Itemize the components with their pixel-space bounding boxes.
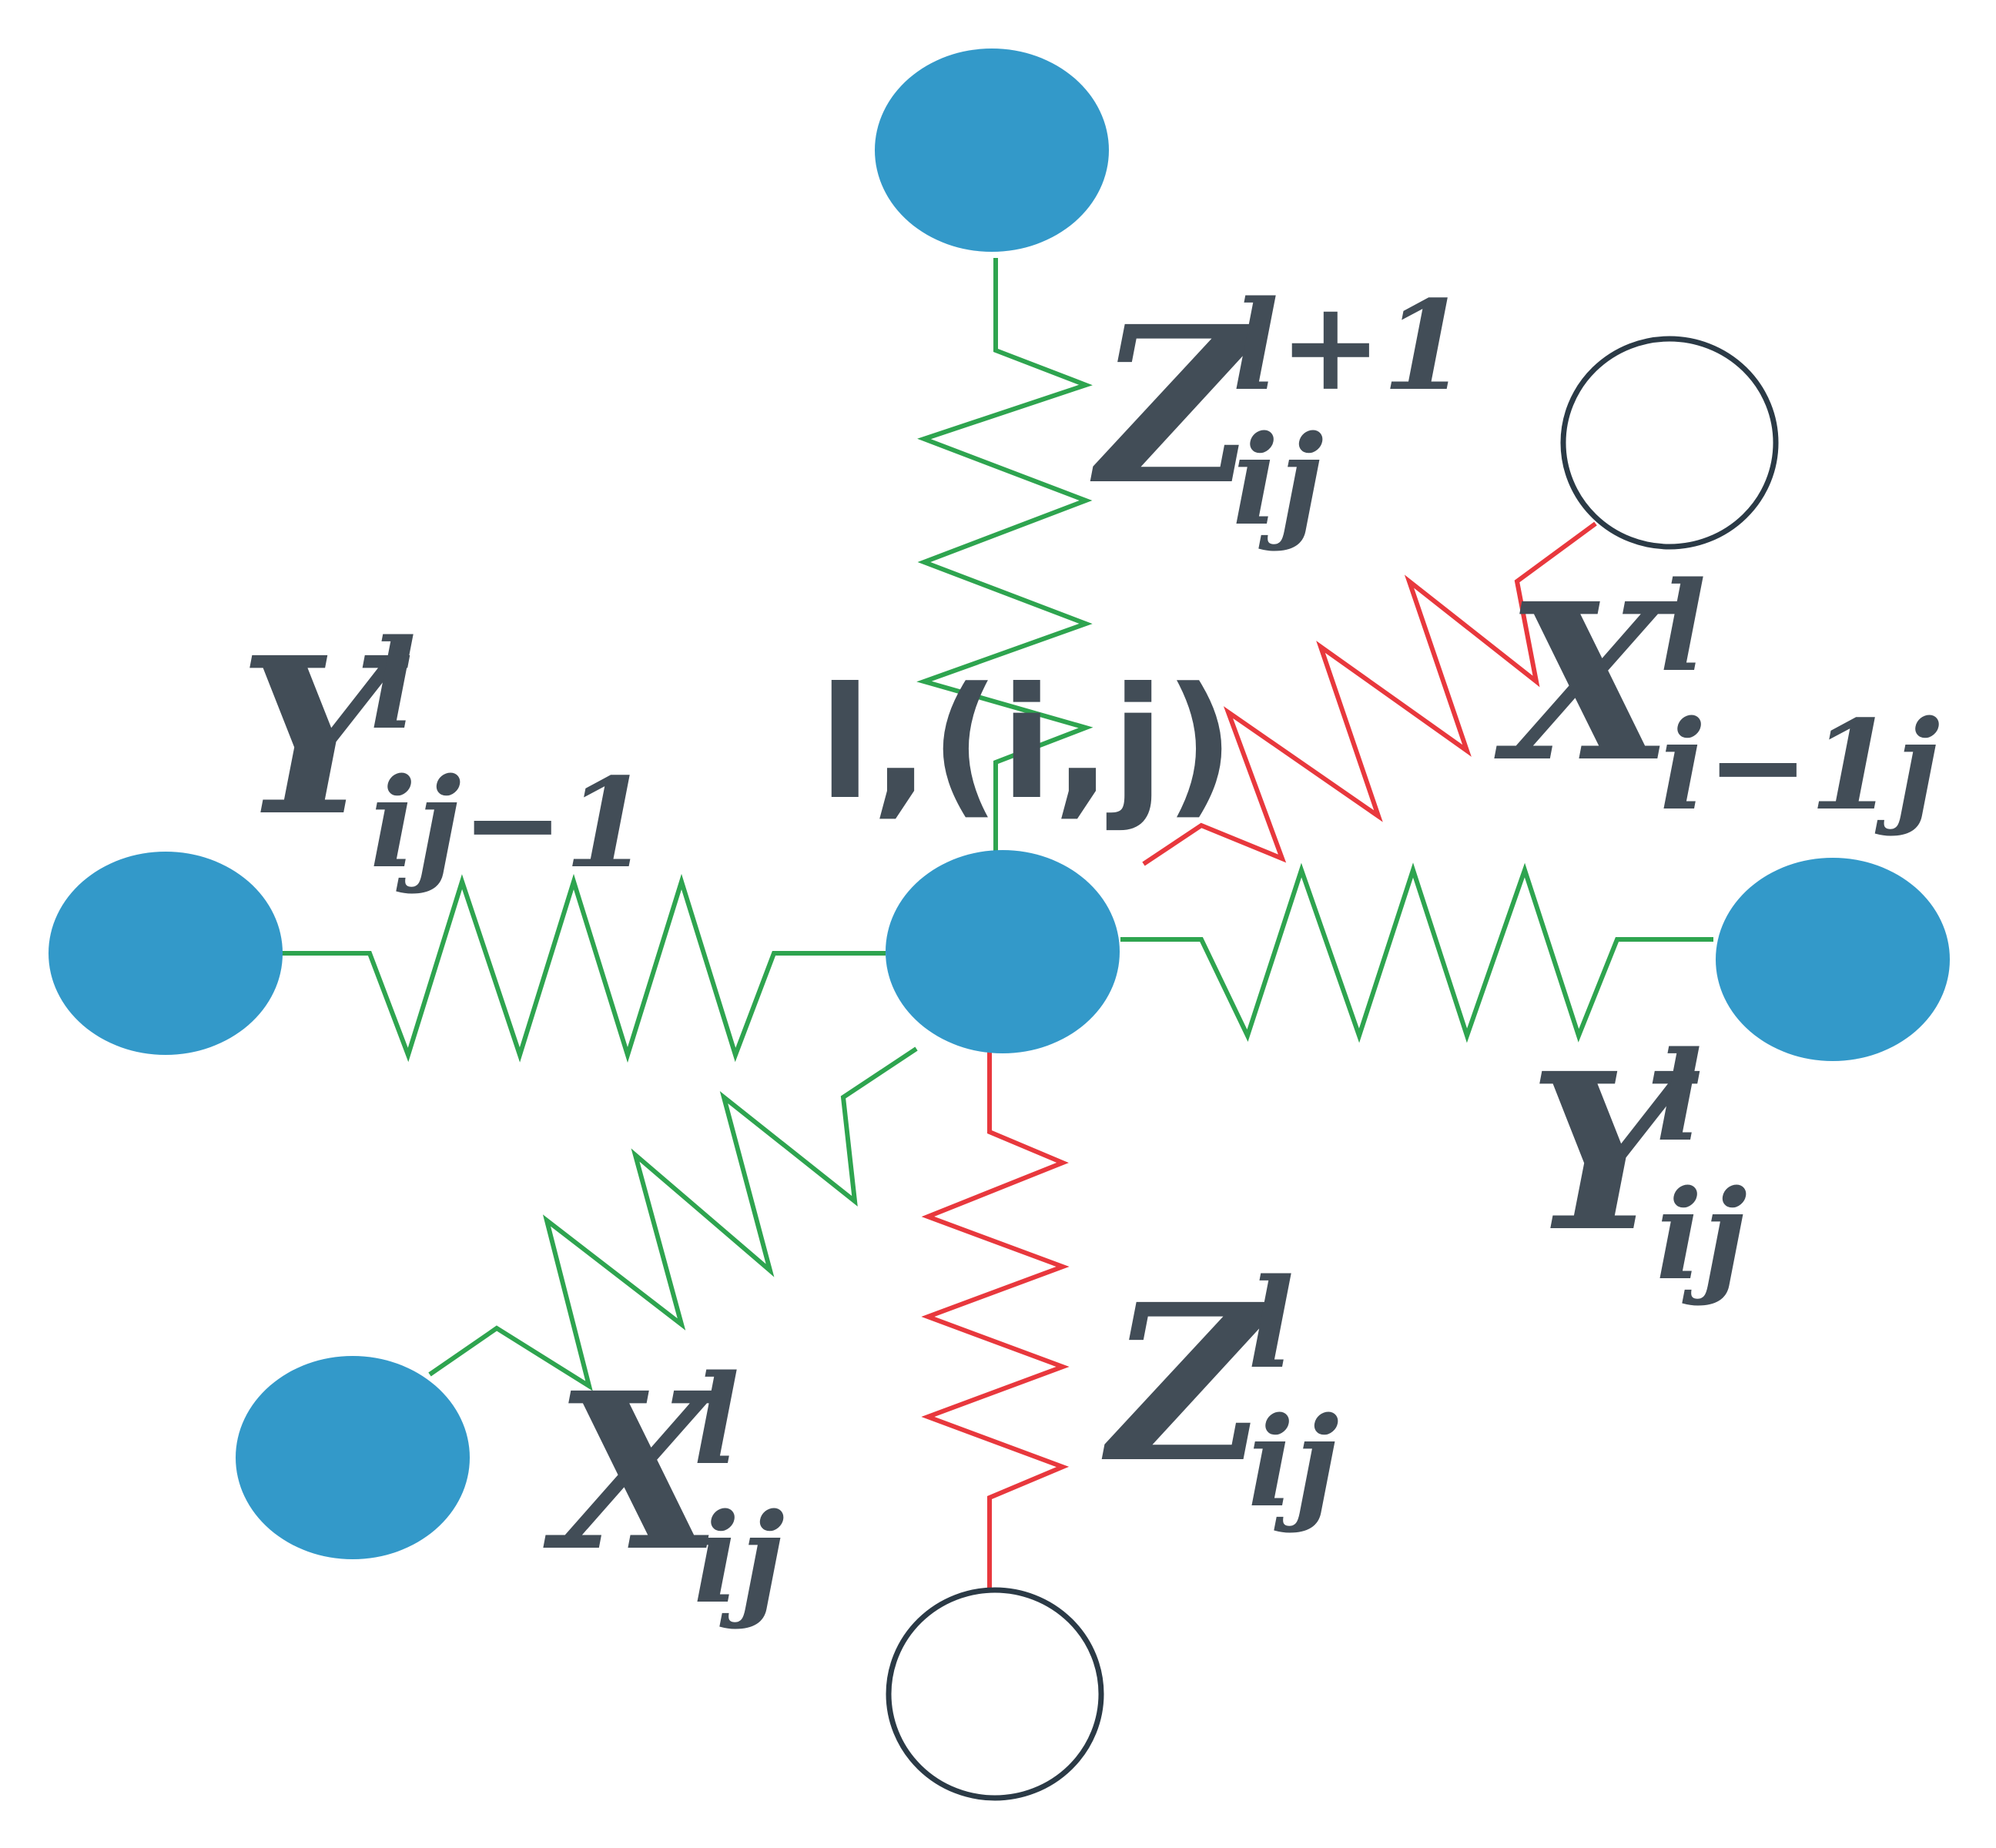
- node-top: [875, 49, 1109, 252]
- spring-z-down: [921, 1047, 1070, 1594]
- spring-x-down-left: [428, 1046, 918, 1391]
- label-y-left-sub: ij−1: [370, 751, 650, 896]
- label-z-up-base: Z: [1087, 280, 1263, 533]
- node-left: [49, 852, 283, 1055]
- label-z-up: Z l+1 ij: [1087, 273, 1468, 553]
- spring-x-up-right: [1142, 521, 1597, 866]
- node-bottom: [886, 1587, 1104, 1801]
- spring-y-left: [281, 873, 886, 1063]
- label-y-left-sup: l: [370, 612, 417, 757]
- label-z-up-sub: ij: [1232, 408, 1324, 553]
- label-x-up-right-sup: l: [1659, 554, 1706, 699]
- spring-y-right: [1120, 862, 1713, 1043]
- label-x-down-left-sup: l: [693, 1348, 740, 1492]
- springs: [281, 258, 1713, 1594]
- label-y-left: Y l ij−1: [239, 611, 650, 896]
- label-x-down-left-sub: ij: [693, 1486, 785, 1631]
- label-z-down: Z l ij: [1099, 1251, 1339, 1535]
- label-z-up-sup: l+1: [1232, 273, 1468, 418]
- label-y-left-base: Y: [239, 611, 410, 864]
- node-right: [1716, 858, 1950, 1061]
- label-x-up-right-sub: i−1j: [1659, 693, 1940, 838]
- label-y-right-base: Y: [1529, 1026, 1700, 1280]
- label-y-right-sup: l: [1656, 1024, 1703, 1169]
- node-center: [886, 850, 1120, 1053]
- label-z-down-sub: ij: [1248, 1390, 1339, 1535]
- label-x-up-right: X l i−1j: [1492, 554, 1941, 838]
- label-x-up-right-base: X: [1492, 557, 1681, 810]
- label-y-right-sub: ij: [1656, 1163, 1747, 1307]
- node-lower-left: [236, 1356, 470, 1559]
- label-z-down-sup: l: [1248, 1251, 1294, 1396]
- center-node-label: l,(i,j): [819, 654, 1234, 834]
- label-x-down-left: X l ij: [541, 1346, 785, 1631]
- nodes: [49, 49, 1950, 1801]
- label-z-down-base: Z: [1099, 1257, 1274, 1511]
- node-upper-right: [1560, 336, 1779, 550]
- label-x-down-left-base: X: [541, 1346, 730, 1599]
- spring-z-up: [916, 258, 1093, 878]
- labels: l,(i,j) Z l+1 ij X l i−1j Y l ij−1 Y l i…: [239, 273, 1940, 1631]
- label-y-right: Y l ij: [1529, 1024, 1747, 1307]
